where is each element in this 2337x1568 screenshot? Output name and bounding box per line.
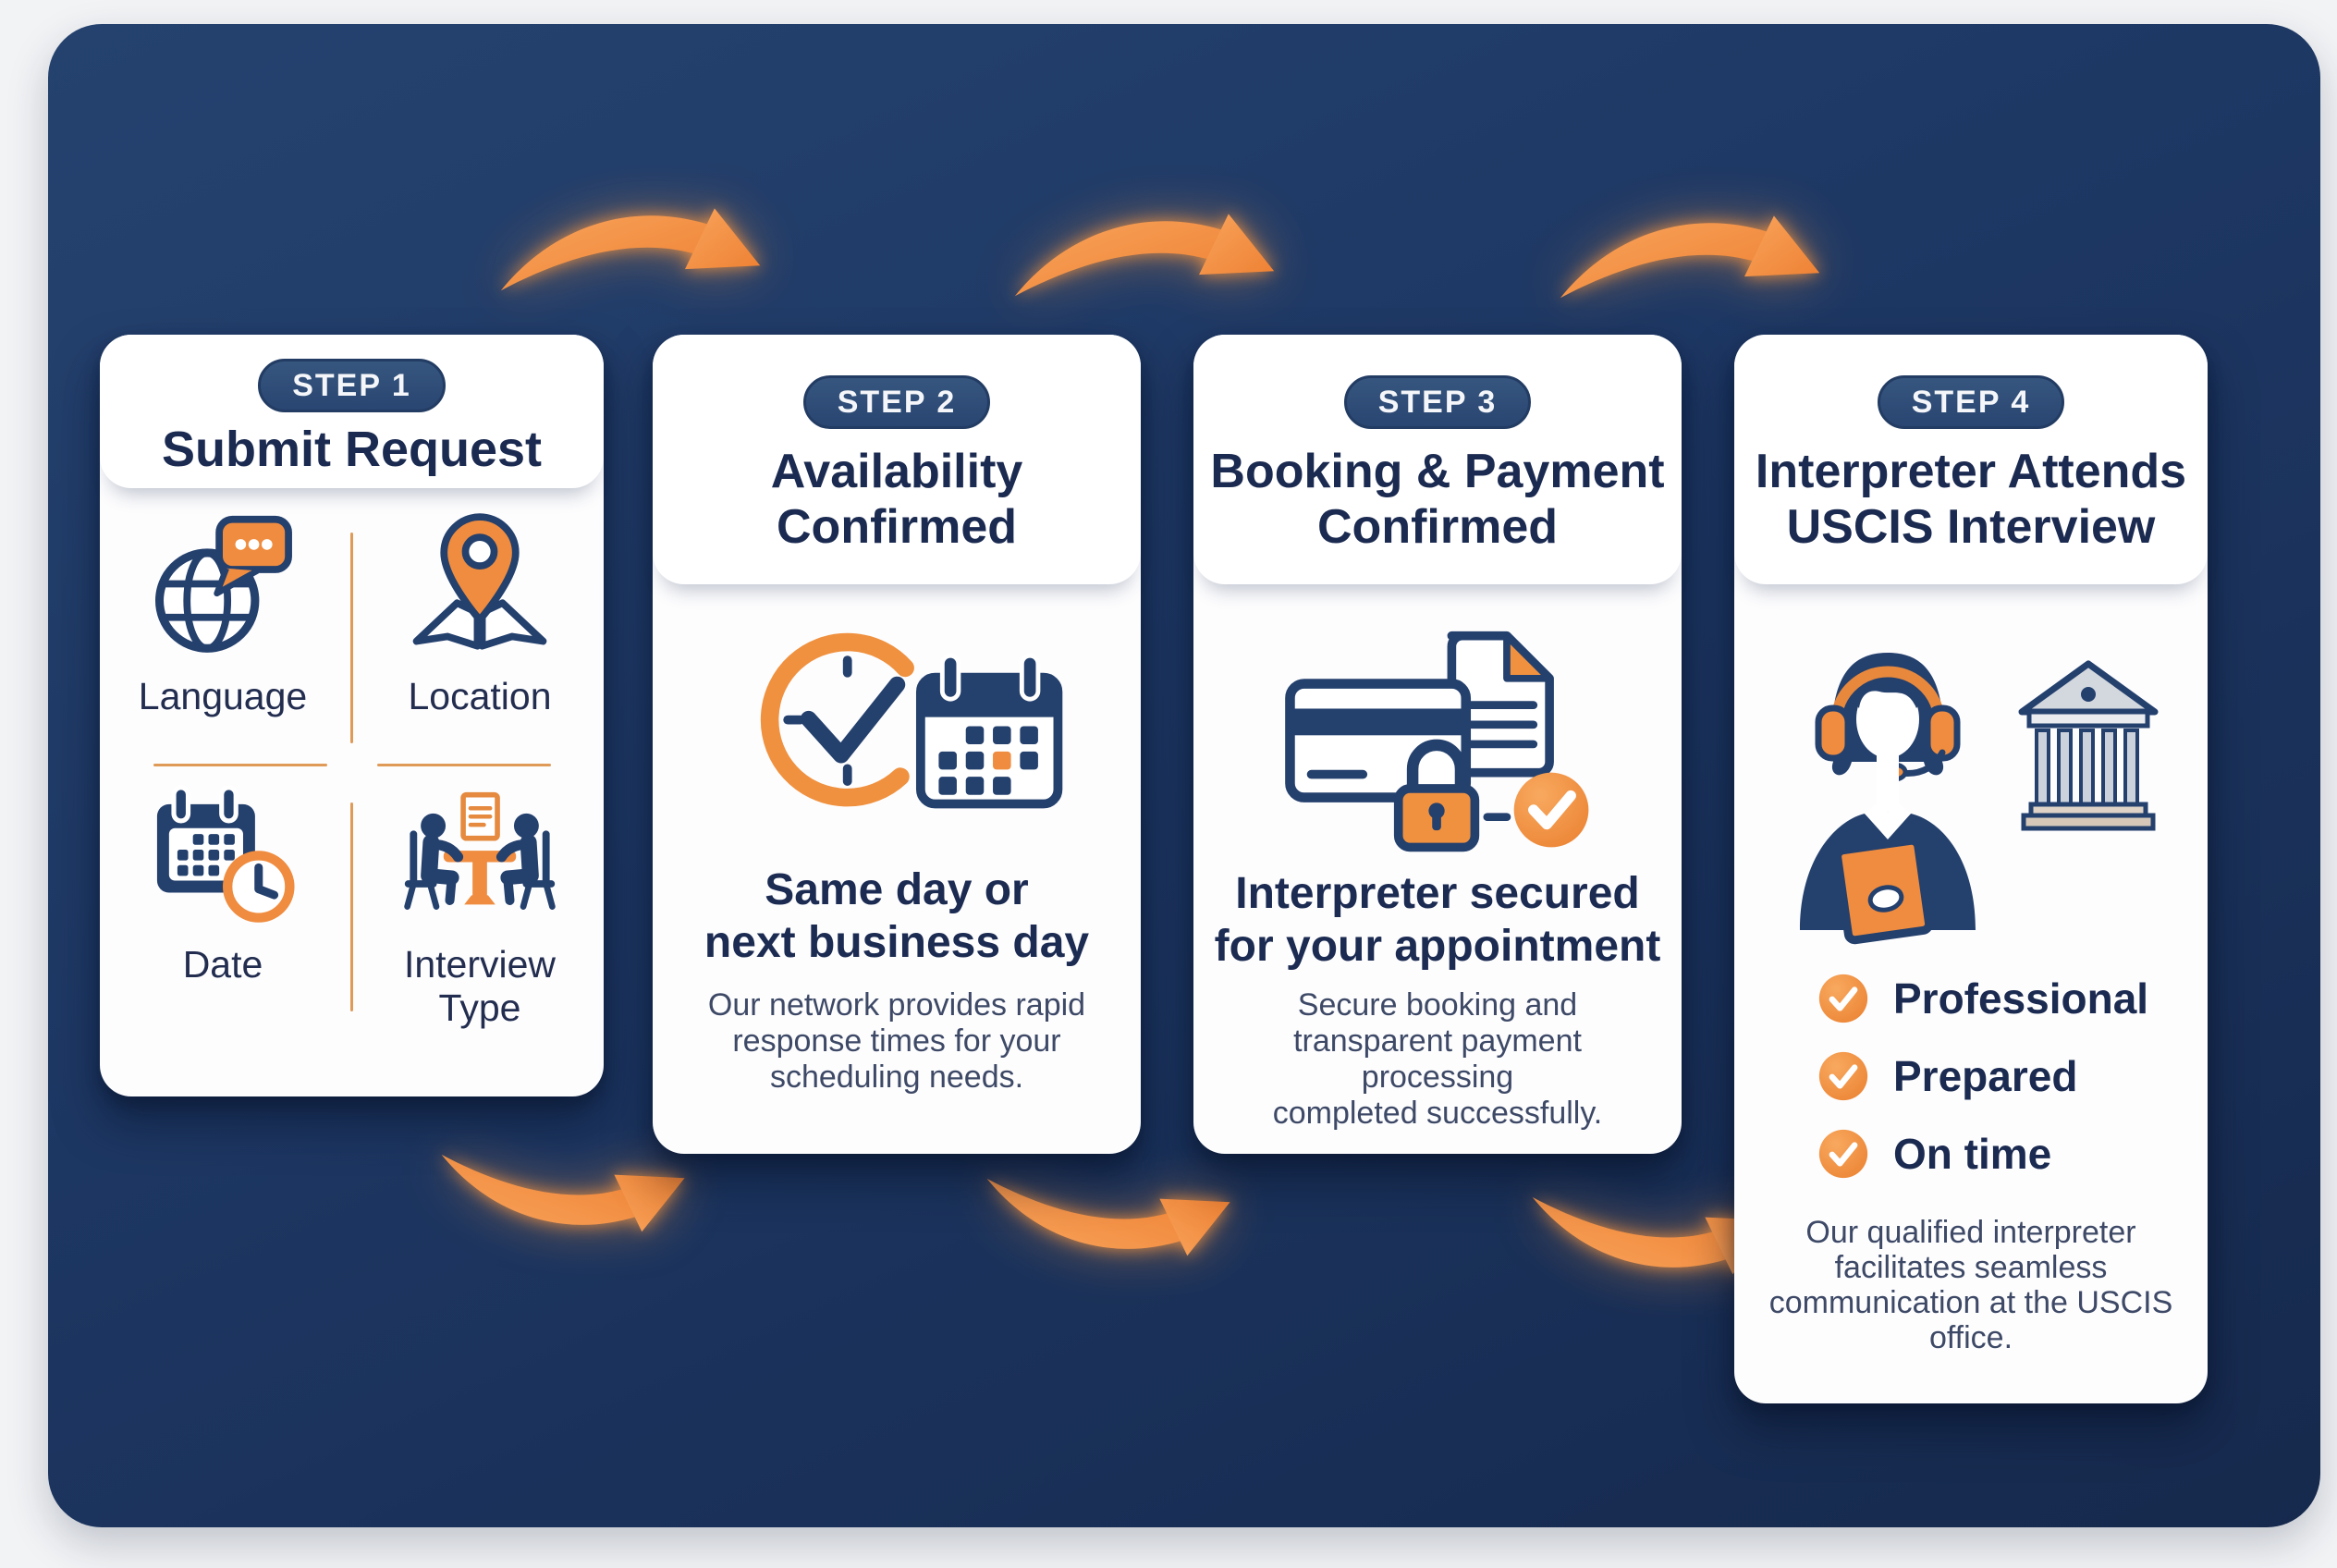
step-4-header: STEP 4 Interpreter Attends USCIS Intervi… (1734, 335, 2208, 584)
step-4-badge: STEP 4 (1877, 375, 2065, 429)
field-interview-type: Interview Type (373, 780, 586, 1030)
step-4-title: Interpreter Attends USCIS Interview (1755, 445, 2187, 554)
step-1-badge: STEP 1 (258, 359, 446, 412)
calendar-clock-icon (156, 785, 295, 923)
checklist-item-prepared: Prepared (1817, 1050, 2189, 1102)
map-pin-icon (412, 513, 547, 650)
interpreter-headset-building-icon (1800, 653, 2159, 945)
check-circle-icon (1818, 1051, 1868, 1101)
step-4-description: Our qualified interpreter facilitates se… (1768, 1215, 2173, 1355)
flow-arrow-top-1-icon (500, 208, 761, 291)
step-3-description: Secure booking and transparent payment p… (1272, 987, 1603, 1131)
step-4-card: STEP 4 Interpreter Attends USCIS Intervi… (1734, 335, 2208, 1403)
step-2-badge: STEP 2 (802, 375, 991, 429)
interview-table-icon (404, 791, 557, 936)
divider (377, 764, 551, 766)
step-1-card: STEP 1 Submit Request Language Lo (100, 335, 604, 1096)
checklist-item-on-time: On time (1817, 1128, 2189, 1180)
step-4-checklist: Professional Prepared On time (1817, 973, 2189, 1180)
step-3-title: Booking & Payment Confirmed (1210, 445, 1665, 554)
card-document-lock-check-icon (1285, 631, 1589, 852)
step-1-header: STEP 1 Submit Request (100, 335, 604, 488)
globe-chat-icon (154, 515, 292, 653)
step-3-header: STEP 3 Booking & Payment Confirmed (1193, 335, 1682, 584)
flow-arrow-bottom-1-icon (441, 1154, 685, 1232)
clock-calendar-icon (760, 632, 1063, 809)
field-location-label: Location (408, 675, 552, 717)
flow-arrow-top-2-icon (1014, 214, 1275, 297)
field-date: Date (116, 780, 329, 986)
checklist-label: Professional (1893, 974, 2149, 1023)
divider (153, 764, 327, 766)
checklist-label: On time (1893, 1130, 2052, 1178)
field-language-label: Language (138, 675, 308, 717)
step-3-subtitle: Interpreter secured for your appointment (1214, 869, 1661, 971)
field-date-label: Date (182, 943, 263, 986)
field-language: Language (116, 512, 329, 718)
step-2-title: Availability Confirmed (770, 445, 1023, 554)
divider (350, 802, 353, 1011)
divider (350, 533, 353, 743)
flow-arrow-bottom-2-icon (986, 1178, 1230, 1256)
flow-arrow-top-3-icon (1560, 215, 1820, 299)
check-circle-icon (1818, 1129, 1868, 1179)
field-location: Location (373, 512, 586, 718)
step-2-subtitle: Same day or next business day (704, 865, 1090, 967)
step-2-description: Our network provides rapid response time… (707, 987, 1086, 1095)
check-circle-icon (1818, 974, 1868, 1023)
step-2-header: STEP 2 Availability Confirmed (653, 335, 1141, 584)
field-interview-type-label: Interview Type (403, 943, 557, 1029)
step-3-badge: STEP 3 (1343, 375, 1532, 429)
checklist-label: Prepared (1893, 1052, 2078, 1100)
step-3-card: STEP 3 Booking & Payment Confirmed Inter… (1193, 335, 1682, 1154)
step-1-title: Submit Request (161, 422, 543, 477)
step-2-card: STEP 2 Availability Confirmed Same day o… (653, 335, 1141, 1154)
checklist-item-professional: Professional (1817, 973, 2189, 1024)
